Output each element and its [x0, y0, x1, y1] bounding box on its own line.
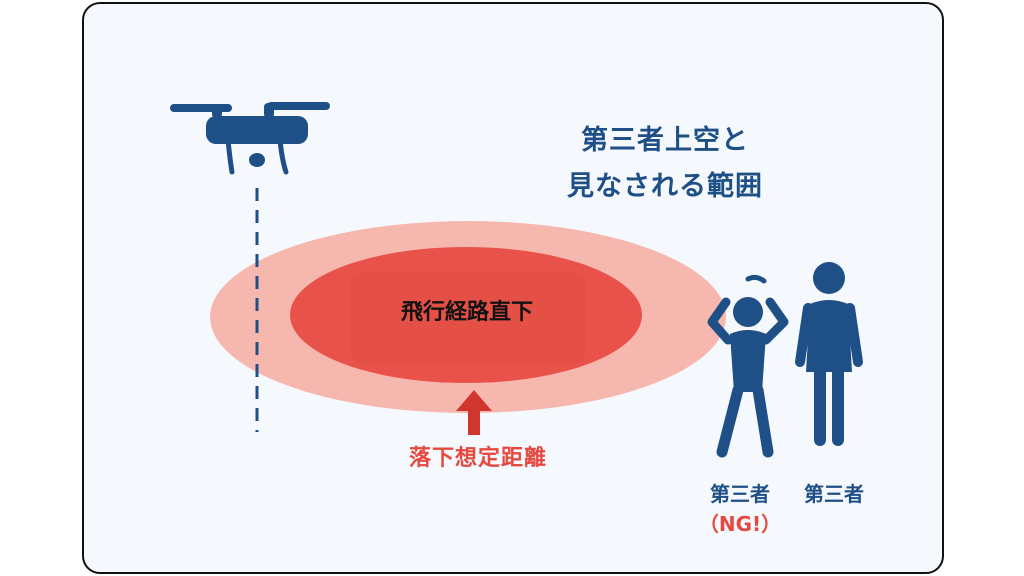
person-standing-icon	[795, 262, 863, 446]
title-line-2: 見なされる範囲	[567, 171, 763, 202]
drone-icon	[170, 102, 330, 175]
person-label-ng: 第三者	[710, 482, 770, 506]
title-line-1: 第三者上空と	[581, 125, 749, 156]
person-alarmed-icon	[707, 274, 789, 458]
fall-distance-label: 落下想定距離	[408, 446, 547, 471]
person-label-ok: 第三者	[804, 482, 864, 506]
inner-zone-label: 飛行経路直下	[400, 300, 533, 325]
ng-status-label: （NG!）	[698, 512, 782, 536]
title-third-party-airspace: 第三者上空と 見なされる範囲	[520, 118, 810, 210]
arrow-up-icon	[456, 390, 492, 435]
